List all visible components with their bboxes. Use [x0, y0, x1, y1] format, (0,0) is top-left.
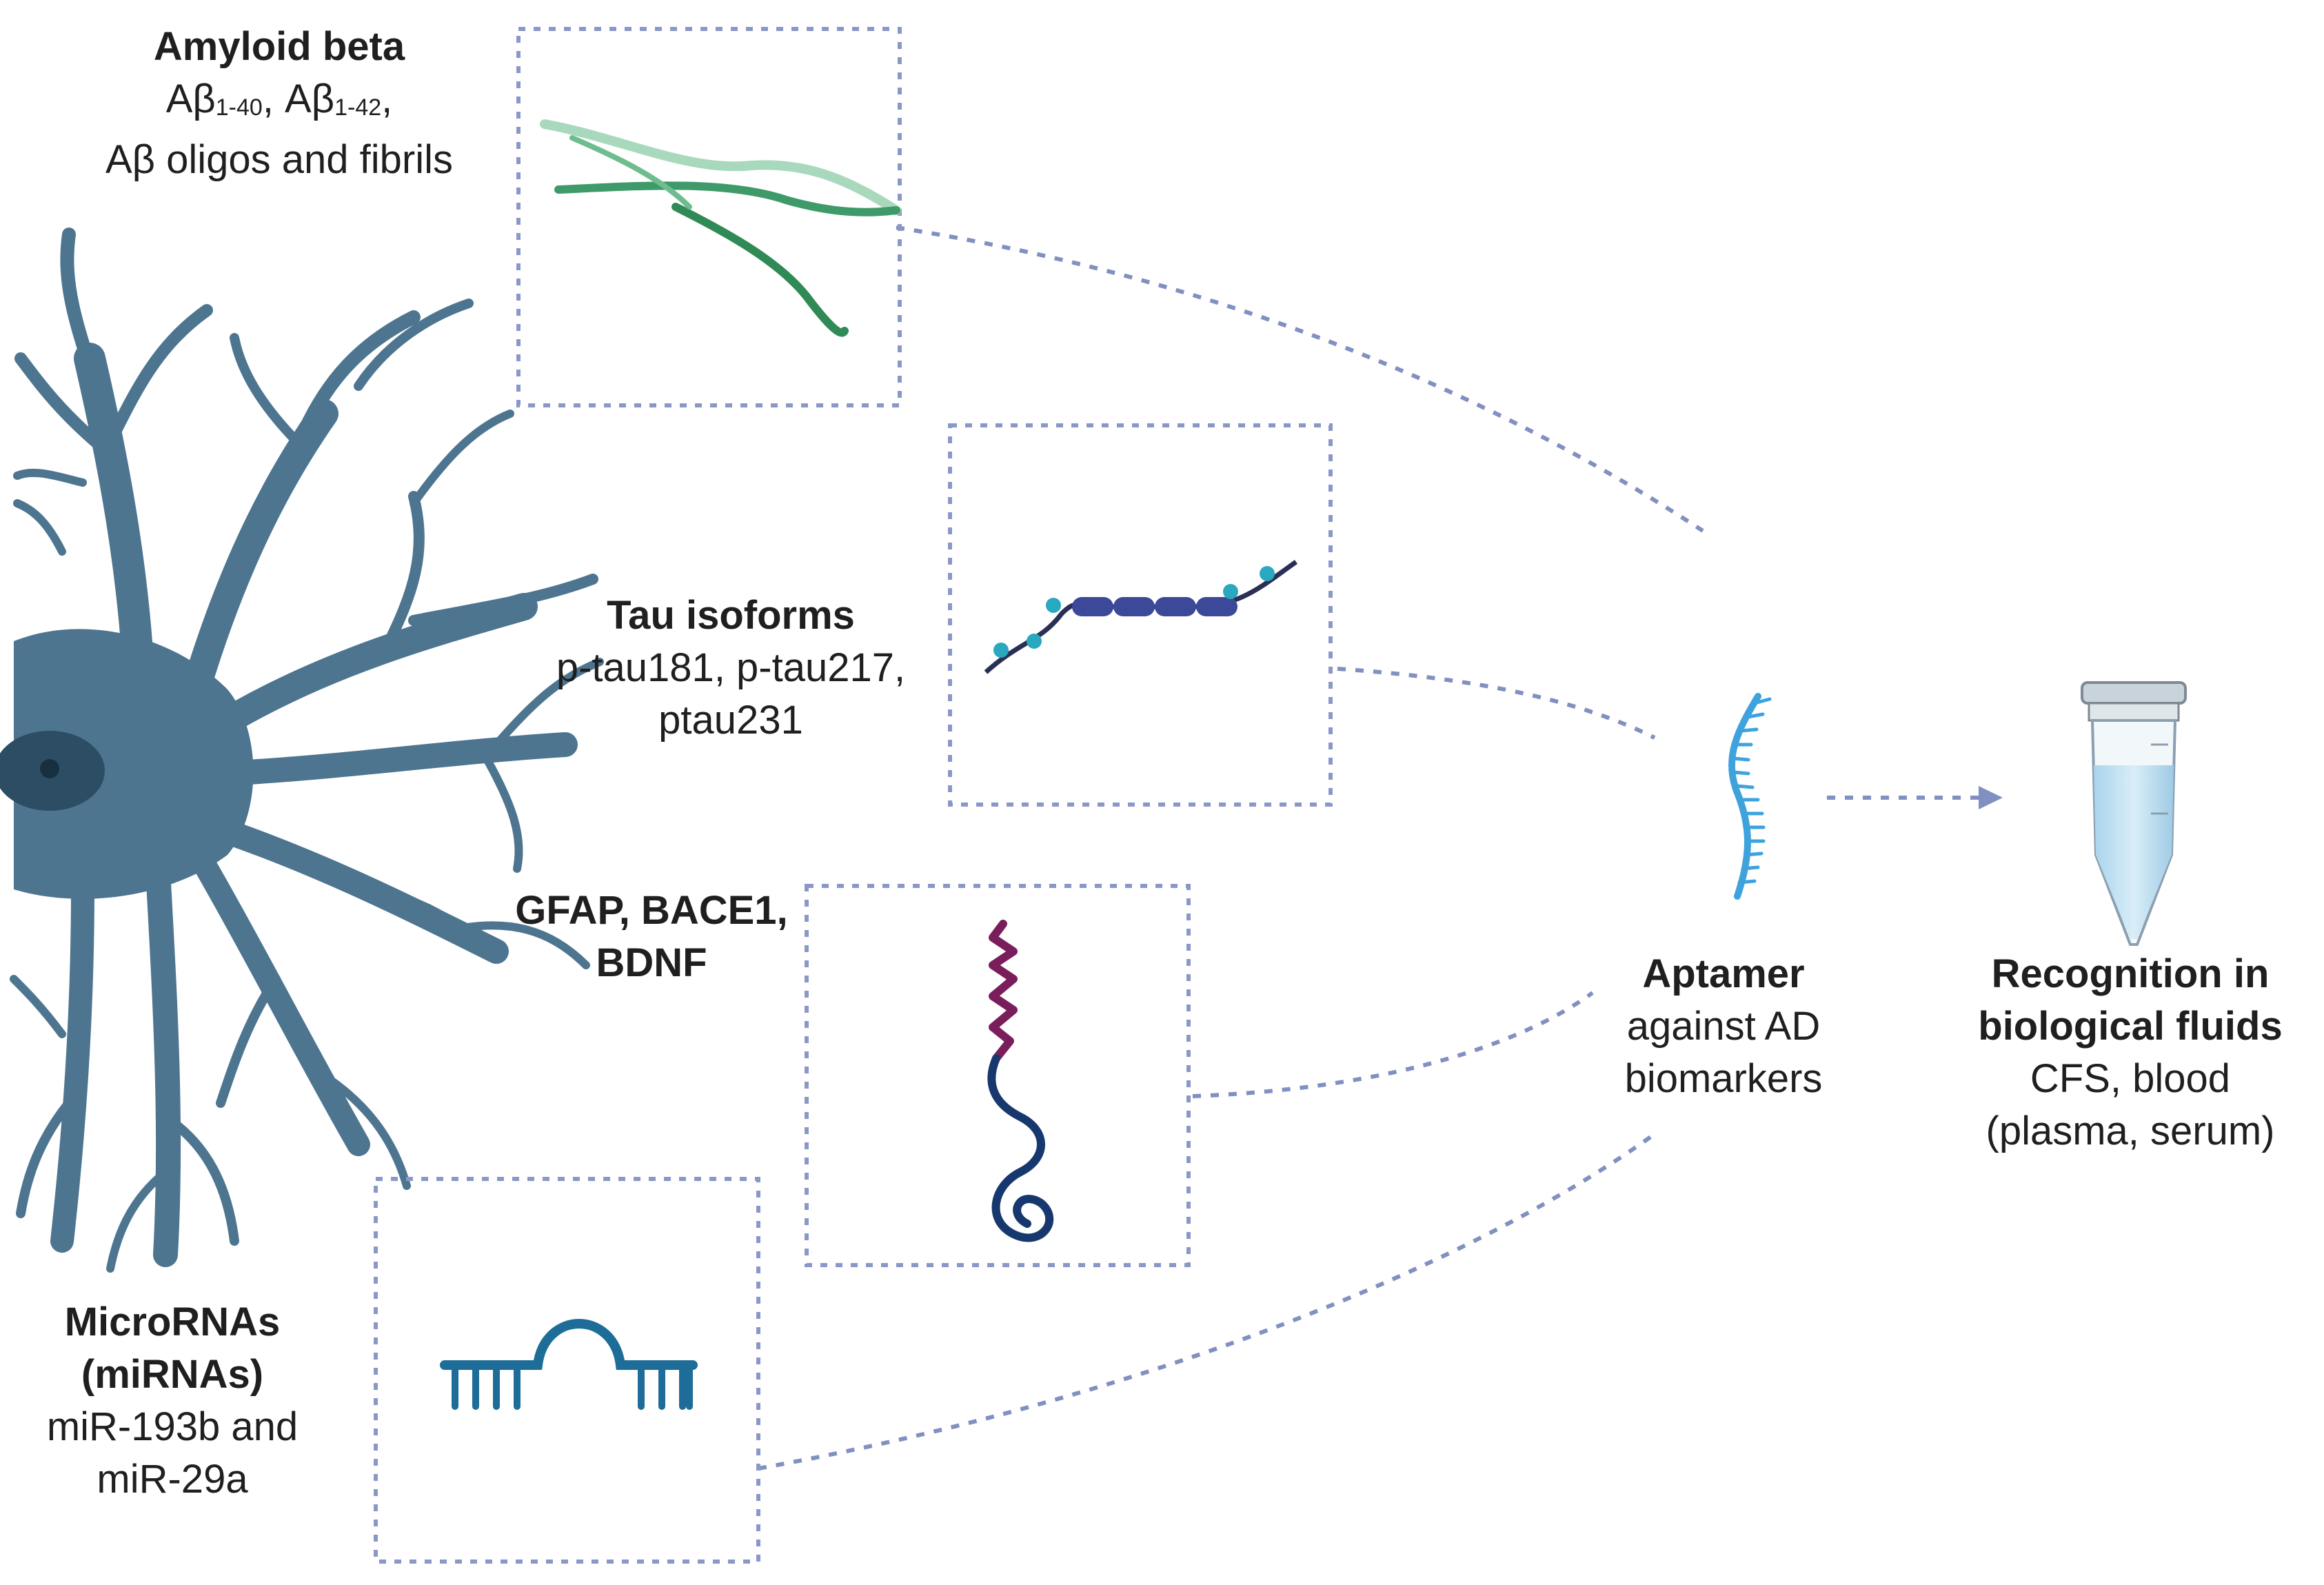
tau-isoforms-line2: ptau231: [658, 698, 803, 743]
tube-icon: [2081, 681, 2187, 946]
mirna-box: [374, 1177, 760, 1564]
proteins-title-line1: GFAP, BACE1,: [515, 888, 788, 933]
mirna-title-line2: (miRNAs): [81, 1352, 264, 1397]
amyloid-fibril-icon: [540, 119, 901, 337]
amyloid-forms: Aβ oligos and fibrils: [105, 137, 454, 182]
proteins-title-line2: BDNF: [596, 940, 707, 985]
mirna-line1: miR-193b and: [46, 1404, 299, 1449]
recognition-line1: CFS, blood: [2030, 1056, 2231, 1101]
mirna-hairpin-icon: [440, 1319, 698, 1410]
amyloid-box: [516, 27, 902, 407]
neuron-nucleolus: [40, 759, 59, 778]
connector-proteins: [1192, 991, 1594, 1098]
connection-lines: [758, 225, 2003, 1471]
proteins-box: [805, 884, 1191, 1267]
neuron-soma: [14, 629, 254, 899]
connector-mirna: [758, 1132, 1656, 1471]
mirna-title-line1: MicroRNAs: [64, 1300, 281, 1344]
aptamer-line2: biomarkers: [1624, 1056, 1823, 1101]
arrowhead: [1979, 786, 2003, 809]
amyloid-title: Amyloid beta: [153, 24, 405, 69]
aptamer-title: Aptamer: [1642, 951, 1805, 996]
recognition-title-line1: Recognition in: [1991, 951, 2270, 996]
aptamer-line1: against AD: [1626, 1004, 1821, 1049]
aptamer-label: Aptamer against AD biomarkers: [1579, 948, 1868, 1105]
neuron-illustration: [0, 228, 604, 1273]
tau-protein-icon: [984, 560, 1298, 674]
tau-box: [948, 423, 1333, 807]
recognition-line2: (plasma, serum): [1985, 1109, 2275, 1153]
mirna-label: MicroRNAs (miRNAs) miR-193b and miR-29a: [0, 1296, 345, 1506]
protein-strand-icon: [987, 920, 1054, 1242]
tau-label: Tau isoforms p-tau181, p-tau217, ptau231: [524, 589, 938, 747]
connector-amyloid: [896, 225, 1704, 533]
recognition-title-line2: biological fluids: [1978, 1004, 2283, 1049]
proteins-label: GFAP, BACE1, BDNF: [496, 885, 807, 989]
aptamer-icon: [1728, 693, 1772, 900]
recognition-label: Recognition in biological fluids CFS, bl…: [1944, 948, 2316, 1158]
tau-isoforms-line1: p-tau181, p-tau217,: [556, 645, 906, 690]
tau-title: Tau isoforms: [607, 593, 855, 638]
connector-tau: [1337, 667, 1656, 740]
amyloid-label: Amyloid beta Aβ1-40, Aβ1-42, Aβ oligos a…: [48, 21, 510, 186]
amyloid-isoforms: Aβ1-40, Aβ1-42,: [165, 77, 393, 121]
mirna-line2: miR-29a: [97, 1457, 248, 1502]
